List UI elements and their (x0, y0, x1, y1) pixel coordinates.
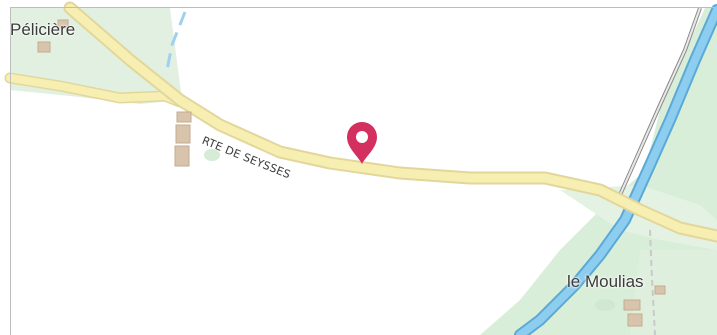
stream-dashed (164, 11, 187, 76)
vegetation-se (630, 250, 717, 335)
buildings (37, 19, 666, 327)
river (514, 4, 717, 335)
road-main (63, 1, 717, 243)
map-pin-icon[interactable] (347, 122, 377, 164)
vegetation-small-2 (595, 299, 615, 311)
vegetation-small (204, 149, 220, 161)
map-frame-left (10, 7, 11, 335)
place-label-peliciere: Pélicière (10, 20, 76, 39)
map-frame-top (10, 7, 717, 8)
place-label-moulias: le Moulias (567, 272, 644, 291)
railway (618, 7, 702, 335)
